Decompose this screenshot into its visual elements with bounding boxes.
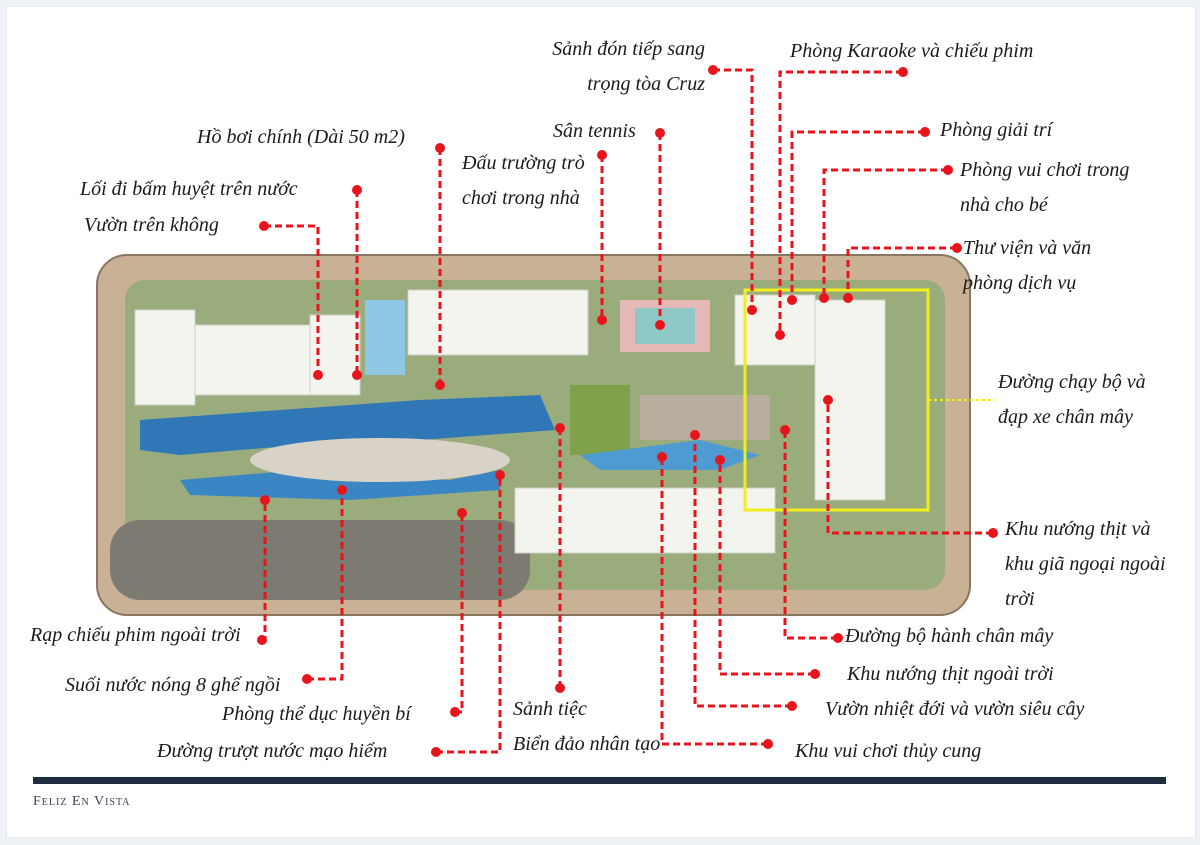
label-line: Đấu trường trò: [462, 152, 585, 174]
leader-karaoke: [778, 70, 903, 335]
label-acupressure: Lối đi bấm huyệt trên nước: [80, 178, 298, 200]
building: [194, 324, 311, 396]
central-plaza: [250, 438, 510, 482]
tennis-court-surface: [635, 308, 695, 344]
building: [407, 289, 589, 356]
label-bbq-picnic: Khu nướng thịt và khu giã ngoại ngoài tr…: [1005, 512, 1166, 617]
garden-center: [640, 395, 770, 440]
label-line: Sảnh đón tiếp sang: [552, 38, 705, 60]
label-cruz-lobby: Sảnh đón tiếp sang trọng tòa Cruz: [520, 32, 705, 102]
leader-cruz-lobby: [713, 68, 754, 310]
leader-entertainment: [790, 130, 925, 300]
label-line: Khu nướng thịt và: [1005, 518, 1151, 540]
brand-name: Feliz En Vista: [33, 794, 131, 809]
label-bbq-outdoor: Khu nướng thịt ngoài trời: [847, 663, 1054, 685]
label-main-pool: Hồ bơi chính (Dài 50 m2): [197, 126, 405, 148]
label-line: đạp xe chân mây: [998, 406, 1133, 428]
label-line: chơi trong nhà: [462, 187, 580, 209]
leader-library: [846, 246, 957, 298]
leader-aquarium: [660, 457, 768, 746]
main-pool: [140, 395, 555, 455]
pool-feature: [365, 300, 405, 375]
label-kids-room: Phòng vui chơi trong nhà cho bé: [960, 153, 1129, 223]
footer-bar: [33, 777, 1166, 784]
label-sky-garden: Vườn trên không: [84, 214, 219, 236]
label-waterslide: Đường trượt nước mạo hiểm: [157, 740, 388, 762]
label-line: Thư viện và văn: [963, 237, 1092, 259]
label-aquarium: Khu vui chơi thủy cung: [795, 740, 982, 762]
leader-waterslide: [436, 475, 502, 754]
building: [514, 487, 776, 554]
label-entertainment: Phòng giải trí: [940, 119, 1053, 141]
building: [134, 309, 196, 406]
building: [734, 294, 816, 366]
label-line: trời: [1005, 588, 1035, 610]
label-gym: Phòng thể dục huyền bí: [222, 703, 411, 725]
label-line: phòng dịch vụ: [963, 272, 1077, 294]
lagoon: [580, 440, 760, 470]
leader-sky-garden: [264, 224, 320, 375]
label-tennis: Sân tennis: [553, 120, 636, 142]
label-outdoor-cinema: Rạp chiếu phim ngoài trời: [30, 624, 241, 646]
leader-tropical-garden: [693, 435, 792, 708]
label-library: Thư viện và văn phòng dịch vụ: [963, 231, 1091, 301]
label-tropical-garden: Vườn nhiệt đới và vườn siêu cây: [825, 698, 1085, 720]
label-jogging: Đường chạy bộ và đạp xe chân mây: [998, 365, 1146, 435]
label-banquet: Sảnh tiệc: [513, 698, 587, 720]
label-indoor-arena: Đấu trường trò chơi trong nhà: [462, 146, 585, 216]
leader-bbq-outdoor: [718, 460, 815, 676]
lawn: [570, 385, 630, 455]
buildings: [134, 289, 886, 554]
label-line: nhà cho bé: [960, 194, 1048, 216]
lazy-river: [180, 470, 500, 500]
label-line: khu giã ngoại ngoài: [1005, 553, 1166, 575]
plaza-path: [110, 520, 530, 600]
leader-dots: [257, 65, 998, 757]
label-skywalk: Đường bộ hành chân mây: [845, 625, 1054, 647]
label-hot-spring: Suối nước nóng 8 ghế ngồi: [65, 674, 281, 696]
leader-hot-spring: [307, 490, 344, 681]
label-line: Đường chạy bộ và: [998, 371, 1146, 393]
leader-kids-room: [822, 168, 948, 298]
leader-skywalk: [783, 430, 838, 640]
label-karaoke: Phòng Karaoke và chiếu phim: [790, 40, 1034, 62]
label-artificial-beach: Biển đảo nhân tạo: [513, 733, 661, 755]
label-line: Phòng vui chơi trong: [960, 159, 1130, 181]
label-line: trọng tòa Cruz: [587, 73, 705, 95]
leader-bbq-picnic: [826, 400, 993, 535]
